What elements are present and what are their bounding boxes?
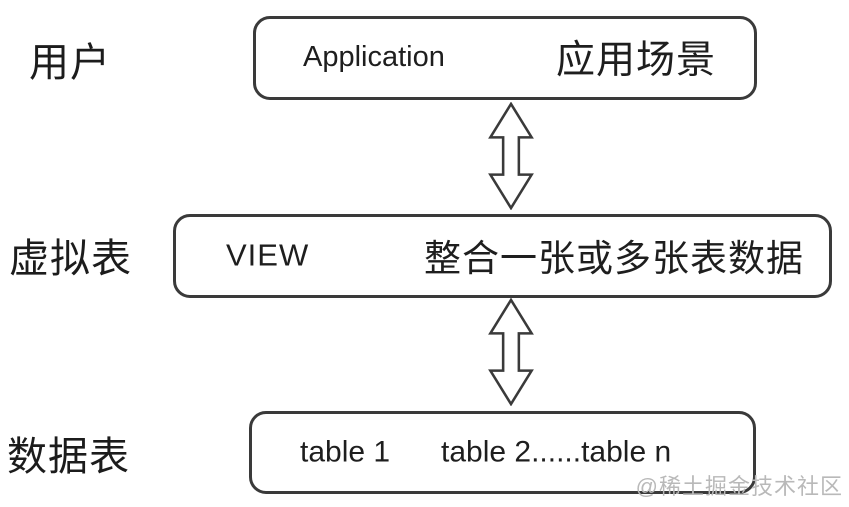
tables-box-label-table2-n: table 2......table n bbox=[441, 434, 672, 468]
tables-box-label-table1: table 1 bbox=[300, 434, 391, 468]
view-box: VIEW 整合一张或多张表数据 bbox=[173, 214, 832, 298]
side-label-data-table: 数据表 bbox=[7, 435, 130, 479]
application-box-label-zh: 应用场景 bbox=[556, 38, 717, 82]
application-box-label-en: Application bbox=[303, 40, 445, 73]
side-label-virtual-table: 虚拟表 bbox=[9, 237, 132, 281]
watermark-text: @稀土掘金技术社区 bbox=[635, 474, 843, 499]
side-label-user: 用户 bbox=[29, 41, 111, 85]
double-arrow-icon bbox=[488, 102, 534, 210]
double-arrow-icon bbox=[488, 298, 534, 406]
application-box: Application 应用场景 bbox=[253, 16, 757, 100]
view-box-label-en: VIEW bbox=[226, 237, 310, 273]
tables-box: table 1 table 2......table n bbox=[249, 411, 756, 494]
view-box-label-zh: 整合一张或多张表数据 bbox=[424, 237, 804, 279]
